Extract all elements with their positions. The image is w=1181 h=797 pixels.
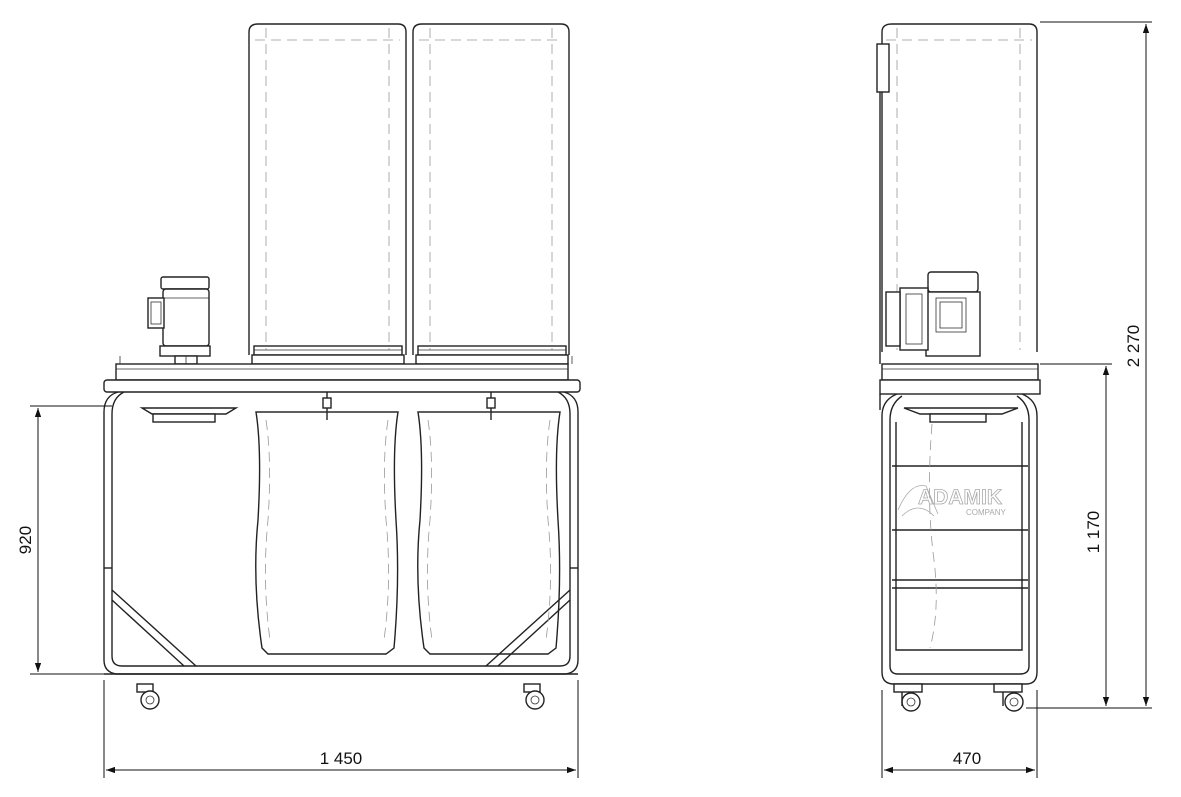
side-width-label: 470	[953, 749, 981, 768]
side-total-height-label: 2 270	[1124, 325, 1143, 368]
dimension-front-width: 1 450	[103, 680, 579, 778]
motor-side	[885, 271, 981, 357]
adamik-logo: ADAMIK COMPANY	[897, 485, 1007, 517]
caster-right-side	[993, 683, 1024, 712]
dimension-side-width: 470	[881, 690, 1038, 778]
caster-left-side	[893, 683, 923, 712]
dimension-side-frame-height: 1 170	[1026, 363, 1152, 709]
frame-front	[103, 391, 579, 675]
front-view	[103, 23, 581, 710]
top-plate-front	[103, 356, 581, 393]
collection-bag-right	[417, 411, 561, 655]
filter-bag-right	[412, 23, 570, 365]
collection-bag-left	[255, 411, 399, 655]
collection-bag-side	[892, 422, 1028, 651]
side-view: ADAMIK COMPANY	[876, 23, 1041, 712]
logo-sub: COMPANY	[966, 508, 1007, 517]
logo-name: ADAMIK	[918, 486, 1002, 509]
front-width-label: 1 450	[320, 749, 363, 768]
caster-left-front	[136, 683, 160, 710]
top-plate-side	[879, 363, 1041, 410]
caster-right-front	[523, 683, 545, 710]
side-frame-height-label: 1 170	[1084, 511, 1103, 554]
filter-bag-side	[876, 23, 1038, 364]
dimension-front-height: 920	[16, 405, 112, 675]
bag-clamps	[322, 392, 496, 420]
motor-front	[147, 276, 211, 365]
dimension-side-total-height: 2 270	[1040, 21, 1152, 706]
filter-bag-left	[248, 23, 407, 365]
inlet-side	[903, 407, 1019, 423]
frame-side	[881, 393, 1038, 685]
inlet-front	[139, 407, 239, 423]
front-height-label: 920	[16, 526, 35, 554]
